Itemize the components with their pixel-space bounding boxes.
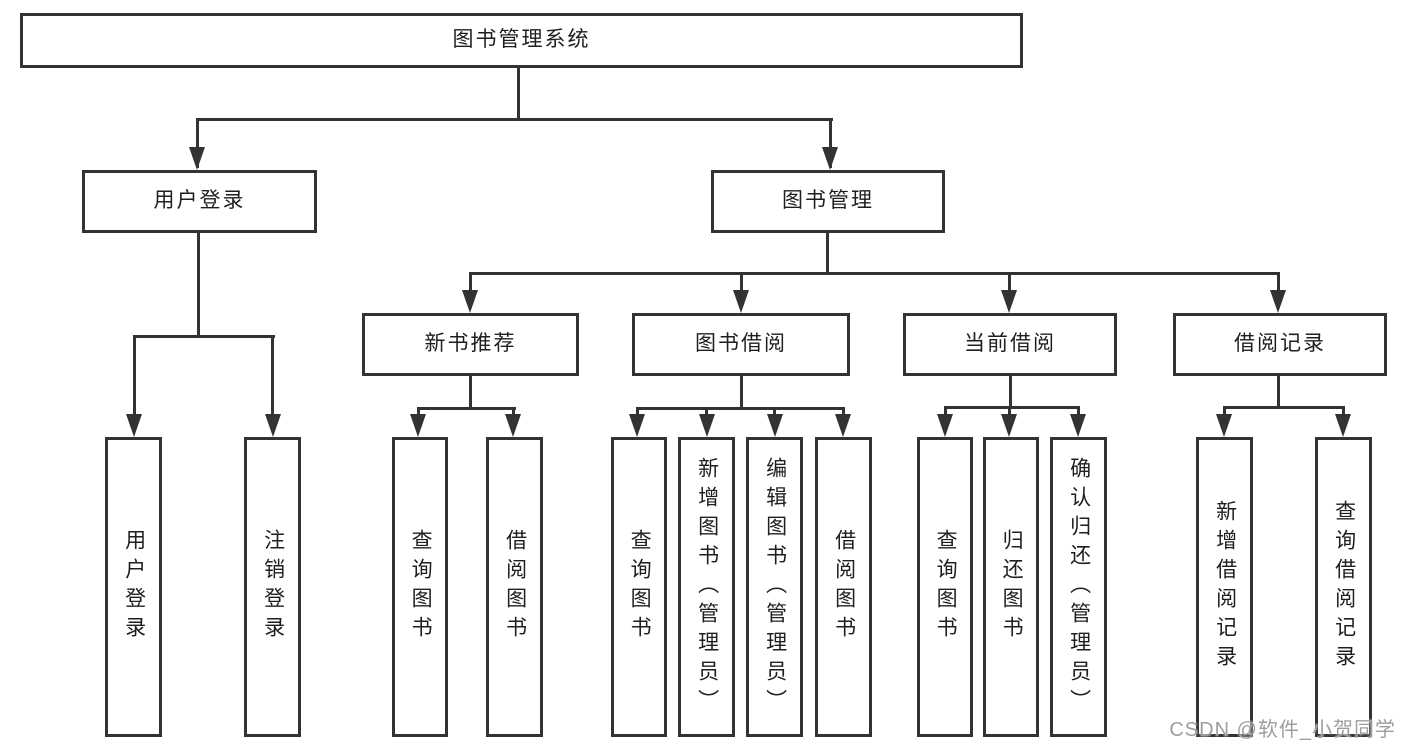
leaf-confirm-return-admin: 确认归还（管理员） — [1050, 437, 1107, 737]
arrowhead-down-icon — [1335, 414, 1351, 437]
leaf-edit-books-admin: 编辑图书（管理员） — [746, 437, 803, 737]
connector-line-horizontal — [197, 118, 833, 121]
connector-line-vertical — [842, 407, 845, 417]
arrowhead-down-icon — [1216, 414, 1232, 437]
leaf-borrow-books-1: 借阅图书 — [486, 437, 543, 737]
arrowhead-down-icon — [629, 414, 645, 437]
node-book-borrow: 图书借阅 — [632, 313, 850, 376]
node-book-management: 图书管理 — [711, 170, 945, 233]
node-user-login: 用户登录 — [82, 170, 317, 233]
leaf-return-books: 归还图书 — [983, 437, 1039, 737]
arrowhead-down-icon — [189, 147, 205, 170]
connector-line-vertical — [1223, 406, 1226, 417]
connector-line-vertical — [197, 231, 200, 337]
connector-line-vertical — [636, 407, 639, 417]
arrowhead-down-icon — [767, 414, 783, 437]
arrowhead-down-icon — [822, 147, 838, 170]
leaf-query-books-2: 查询图书 — [611, 437, 667, 737]
leaf-user-login: 用户登录 — [105, 437, 162, 737]
connector-line-horizontal — [469, 272, 1280, 275]
node-new-book-recommend: 新书推荐 — [362, 313, 579, 376]
connector-line-vertical — [1008, 272, 1011, 294]
arrowhead-down-icon — [1070, 414, 1086, 437]
connector-line-vertical — [829, 118, 832, 168]
leaf-add-books-admin: 新增图书（管理员） — [678, 437, 735, 737]
connector-line-horizontal — [636, 407, 845, 410]
node-borrow-records: 借阅记录 — [1173, 313, 1387, 376]
connector-line-vertical — [512, 407, 515, 417]
connector-line-horizontal — [1223, 406, 1345, 409]
arrowhead-down-icon — [462, 290, 478, 313]
connector-line-vertical — [1277, 374, 1280, 408]
connector-line-vertical — [944, 406, 947, 417]
arrowhead-down-icon — [410, 414, 426, 437]
connector-line-vertical — [740, 374, 743, 409]
connector-line-vertical — [271, 335, 274, 416]
leaf-query-books-3: 查询图书 — [917, 437, 973, 737]
csdn-watermark: CSDN @软件_小贺同学 — [1169, 719, 1396, 741]
connector-line-vertical — [1277, 272, 1280, 294]
connector-line-vertical — [196, 118, 199, 168]
arrowhead-down-icon — [1001, 290, 1017, 313]
connector-line-vertical — [705, 407, 708, 417]
arrowhead-down-icon — [1001, 414, 1017, 437]
arrowhead-down-icon — [505, 414, 521, 437]
leaf-add-borrow-record: 新增借阅记录 — [1196, 437, 1253, 737]
connector-line-vertical — [1009, 374, 1012, 408]
arrowhead-down-icon — [937, 414, 953, 437]
leaf-borrow-books-2: 借阅图书 — [815, 437, 872, 737]
arrowhead-down-icon — [835, 414, 851, 437]
connector-line-vertical — [1008, 406, 1011, 417]
connector-line-vertical — [469, 272, 472, 294]
connector-line-vertical — [773, 407, 776, 417]
leaf-query-borrow-record: 查询借阅记录 — [1315, 437, 1372, 737]
connector-line-vertical — [133, 335, 136, 416]
connector-line-horizontal — [944, 406, 1080, 409]
connector-line-vertical — [1342, 406, 1345, 417]
arrowhead-down-icon — [126, 414, 142, 437]
connector-line-vertical — [826, 231, 829, 274]
arrowhead-down-icon — [1270, 290, 1286, 313]
node-current-borrow: 当前借阅 — [903, 313, 1117, 376]
connector-line-horizontal — [417, 407, 516, 410]
arrowhead-down-icon — [699, 414, 715, 437]
leaf-logout: 注销登录 — [244, 437, 301, 737]
connector-line-vertical — [417, 407, 420, 417]
connector-line-vertical — [517, 66, 520, 120]
connector-line-vertical — [469, 374, 472, 409]
leaf-query-books-1: 查询图书 — [392, 437, 448, 737]
connector-line-vertical — [740, 272, 743, 294]
connector-line-horizontal — [133, 335, 275, 338]
arrowhead-down-icon — [265, 414, 281, 437]
node-root-system: 图书管理系统 — [20, 13, 1023, 68]
arrowhead-down-icon — [733, 290, 749, 313]
connector-line-vertical — [1077, 406, 1080, 417]
